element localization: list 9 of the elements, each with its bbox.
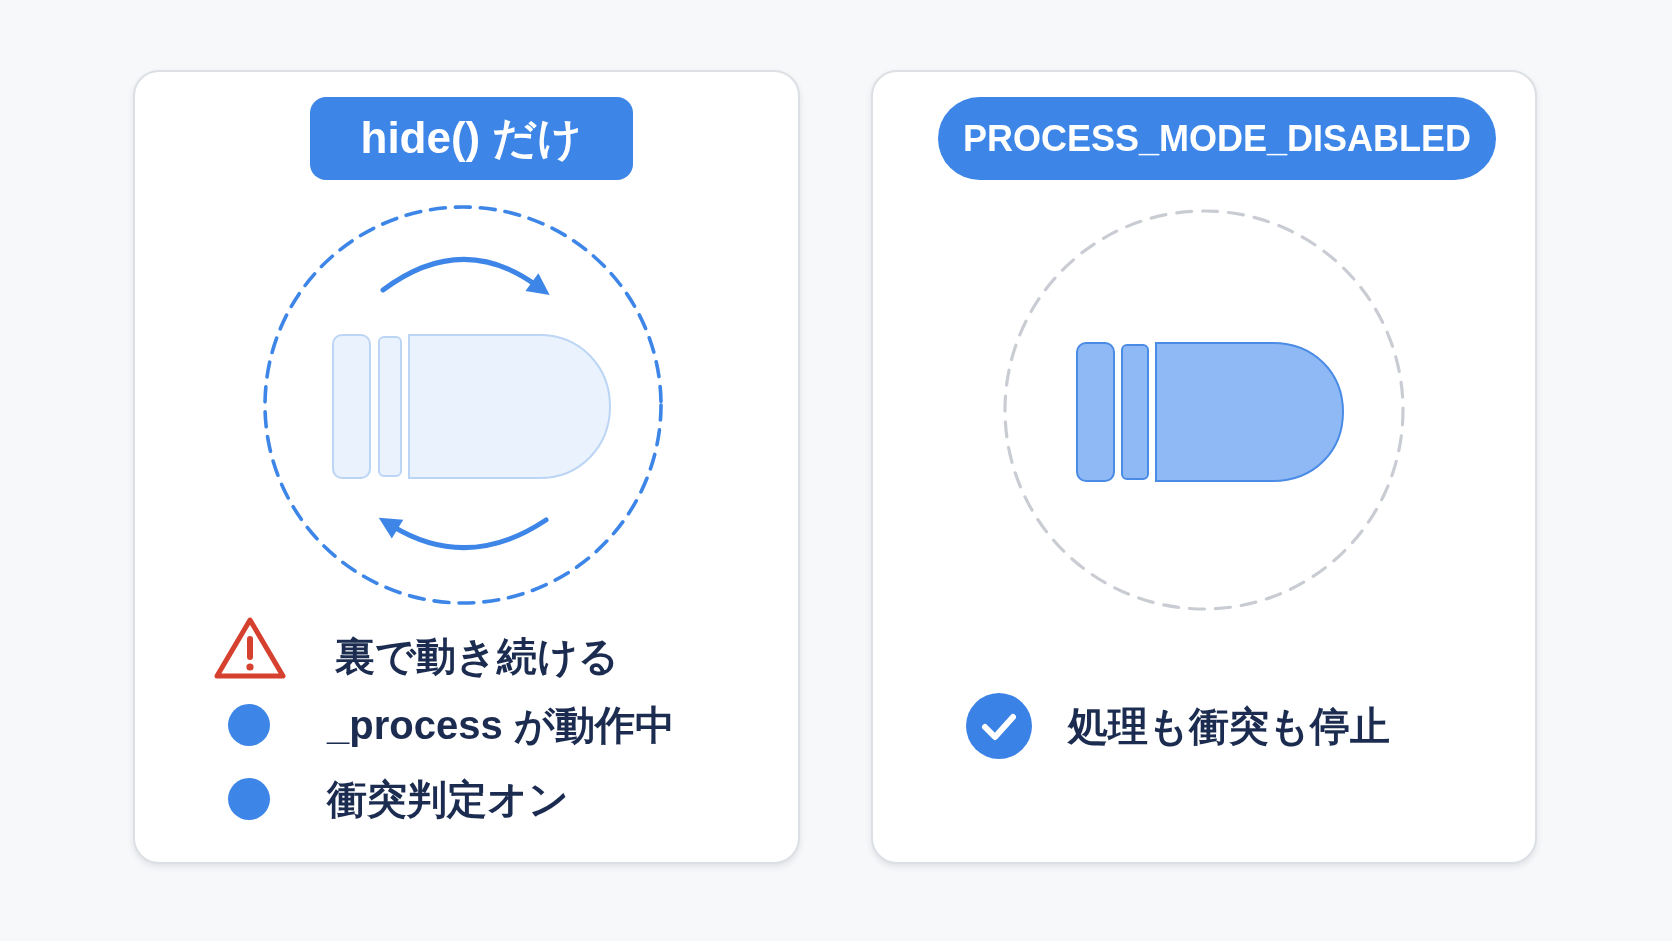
badge-title: hide() だけ — [360, 113, 583, 164]
title-badge — [310, 97, 633, 180]
status-text: _process が動作中 — [327, 702, 675, 749]
status-text: 衝突判定オン — [327, 776, 569, 823]
badge-title: PROCESS_MODE_DISABLED — [962, 117, 1472, 160]
status-text: 裏で動き続ける — [335, 633, 619, 680]
panel-card — [871, 70, 1537, 864]
status-text: 処理も衝突も停止 — [1068, 703, 1390, 750]
panel-card — [133, 70, 800, 864]
